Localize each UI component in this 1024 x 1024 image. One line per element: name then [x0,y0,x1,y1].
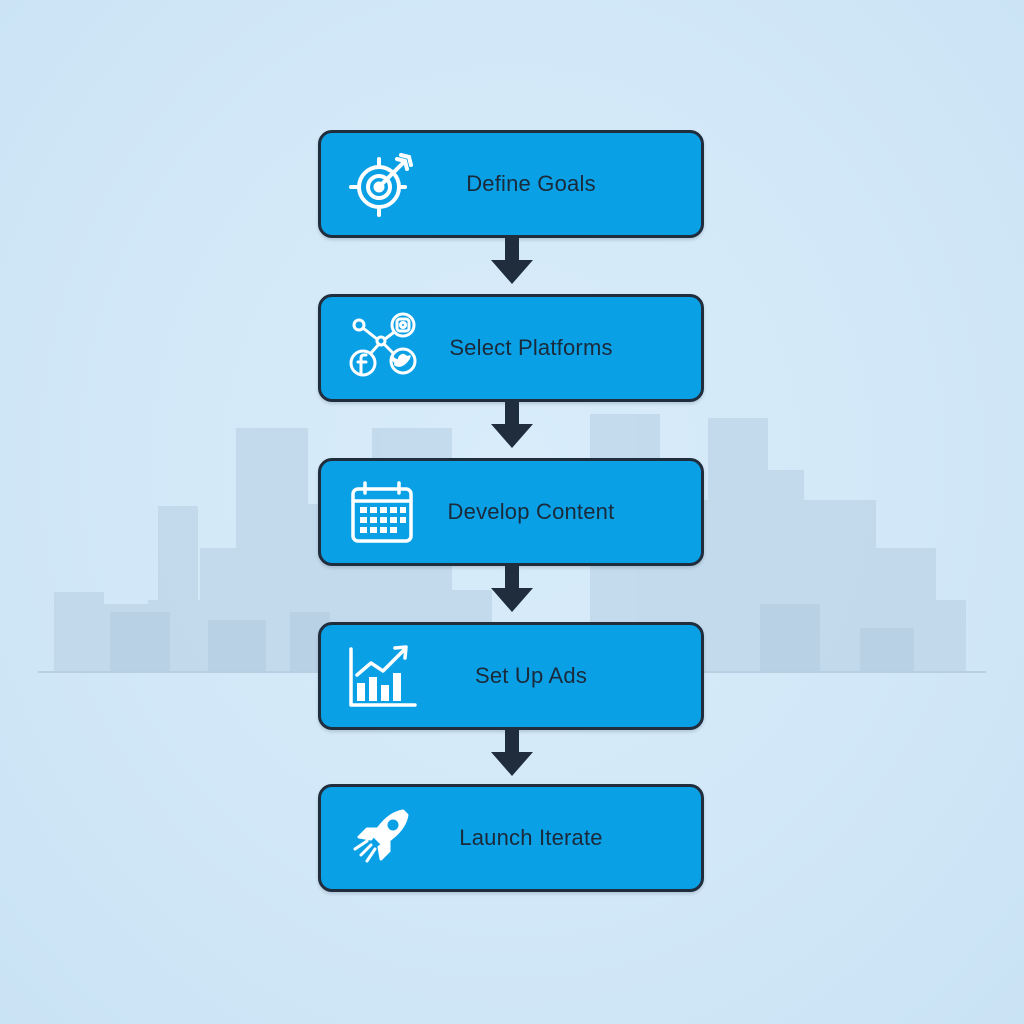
arrow-down-icon [487,402,537,450]
step-develop-content[interactable]: Develop Content [318,458,704,566]
arrow-down-icon [487,730,537,778]
step-set-up-ads[interactable]: Set Up Ads [318,622,704,730]
social-network-icon [347,311,419,383]
step-define-goals[interactable]: Define Goals [318,130,704,238]
calendar-icon [347,475,419,547]
step-launch-iterate[interactable]: Launch Iterate [318,784,704,892]
step-label: Select Platforms [449,335,613,360]
step-label: Develop Content [447,499,615,524]
step-label: Define Goals [466,171,596,196]
arrow-down-icon [487,238,537,286]
target-arrow-icon [347,147,419,219]
step-label: Set Up Ads [474,663,588,688]
arrow-down-icon [487,566,537,614]
growth-chart-icon [347,639,419,711]
rocket-icon [347,801,419,873]
step-label: Launch Iterate [459,825,603,850]
step-select-platforms[interactable]: Select Platforms [318,294,704,402]
